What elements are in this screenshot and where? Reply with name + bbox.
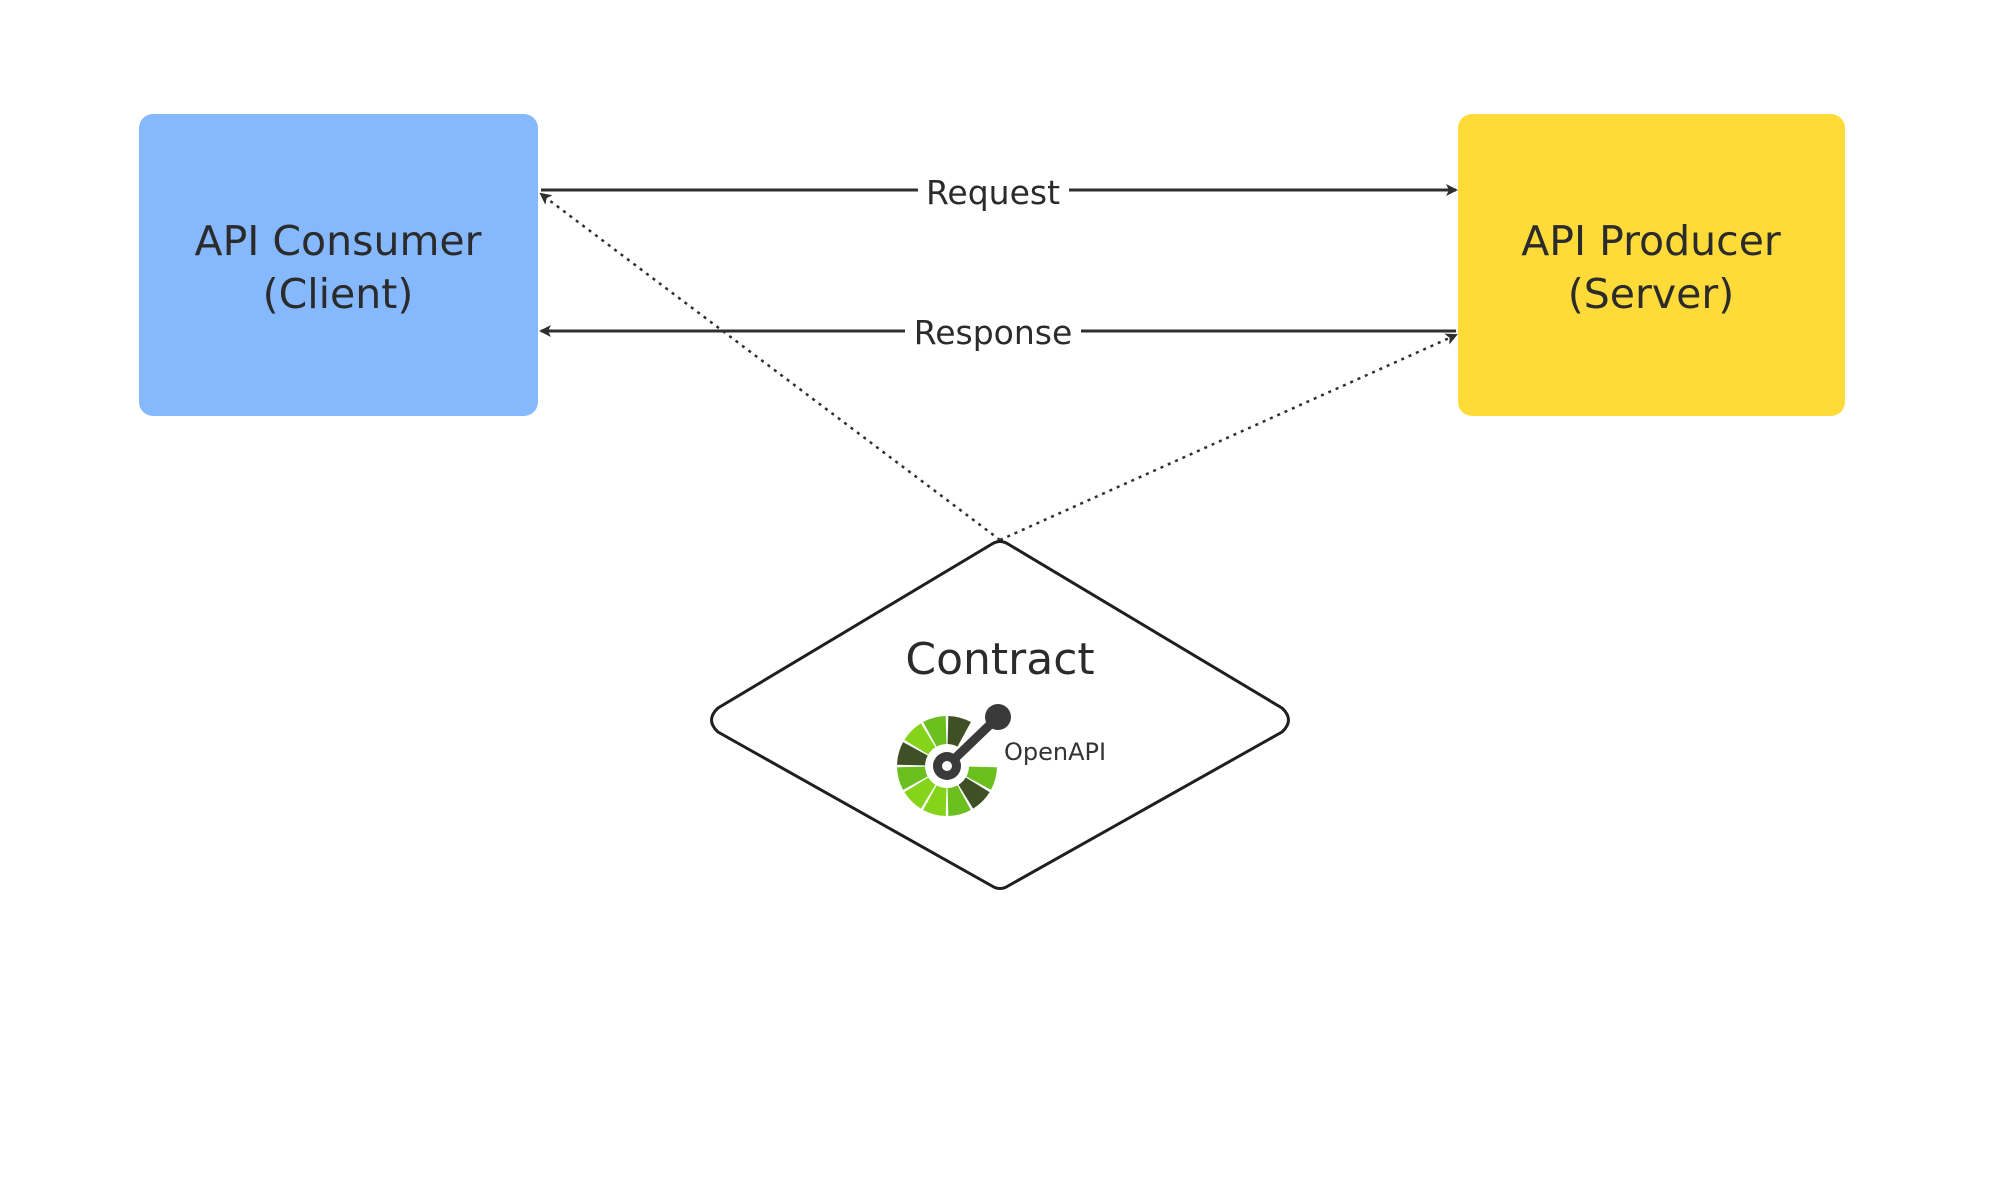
openapi-logo-segment — [947, 785, 971, 816]
api-consumer-label-line2: (Client) — [263, 270, 414, 318]
openapi-logo-icon — [897, 704, 1011, 816]
openapi-logo-segment — [897, 742, 928, 766]
api-consumer-node[interactable]: API Consumer (Client) — [139, 114, 538, 416]
openapi-logo-segment — [923, 716, 947, 747]
api-producer-label-line1: API Producer — [1521, 217, 1781, 265]
openapi-logo-ring — [897, 716, 997, 816]
response-edge[interactable]: Response — [539, 313, 1456, 352]
request-edge[interactable]: Request — [541, 173, 1458, 212]
response-label: Response — [914, 313, 1073, 352]
openapi-logo-text: OpenAPI — [1004, 738, 1106, 766]
api-producer-node[interactable]: API Producer (Server) — [1458, 114, 1845, 416]
openapi-logo-hub-center — [942, 761, 952, 771]
contract-node[interactable]: Contract OpenAPI — [710, 540, 1290, 890]
api-consumer-box — [139, 114, 538, 416]
openapi-logo-segment — [958, 777, 990, 809]
contract-to-consumer-dotted-line — [539, 192, 1001, 541]
openapi-logo-segment — [966, 766, 997, 790]
openapi-logo-segment — [923, 785, 947, 816]
openapi-logo-segment — [947, 716, 971, 747]
openapi-logo-segment — [904, 723, 936, 755]
api-consumer-label-line1: API Consumer — [195, 217, 482, 265]
openapi-logo-segment — [897, 766, 928, 790]
openapi-logo-segment — [904, 777, 936, 809]
api-producer-label-line2: (Server) — [1568, 270, 1734, 318]
contract-to-producer-dotted-line — [999, 333, 1458, 542]
contract-label: Contract — [905, 634, 1094, 685]
api-producer-box — [1458, 114, 1845, 416]
request-label: Request — [926, 173, 1060, 212]
openapi-logo-knob — [985, 704, 1011, 730]
